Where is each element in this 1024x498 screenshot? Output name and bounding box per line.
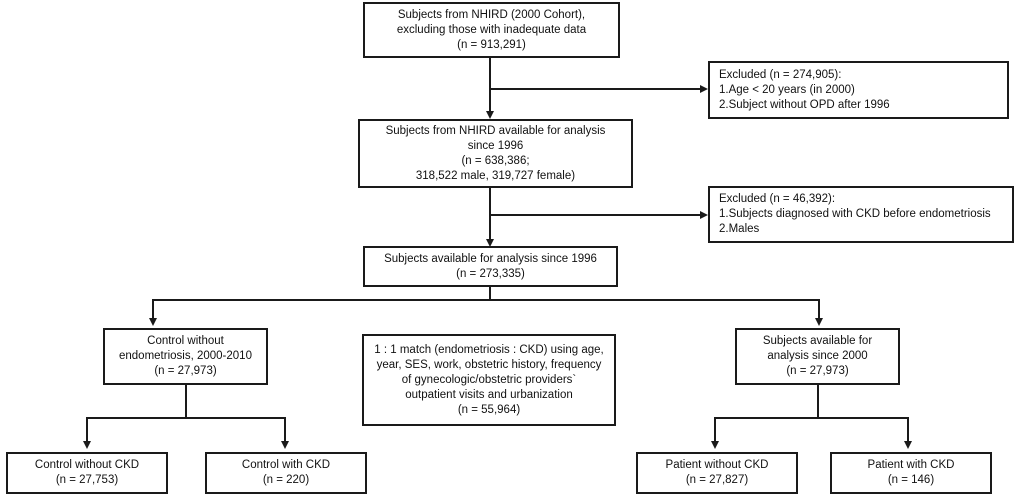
- node-analysis-1996: Subjects available for analysis since 19…: [363, 246, 618, 287]
- node-line: outpatient visits and urbanization: [405, 388, 573, 401]
- node-line: 318,522 male, 319,727 female): [415, 169, 576, 182]
- node-line: (n = 638,386;: [461, 154, 530, 167]
- node-line: Subjects available for analysis since 19…: [384, 252, 597, 265]
- node-control-group: Control without endometriosis, 2000-2010…: [103, 328, 268, 385]
- node-available-1996: Subjects from NHIRD available for analys…: [358, 119, 633, 188]
- node-line: (n = 220): [262, 474, 310, 486]
- connector-source-to-available: [489, 58, 491, 114]
- node-line: (n = 27,973): [786, 365, 849, 377]
- node-line: 1 : 1 match (endometriosis : CKD) using …: [374, 343, 604, 356]
- node-line: (n = 27,753): [55, 474, 119, 486]
- connector-to-excluded-2: [489, 214, 701, 216]
- arrowhead-down-to-control-group: [148, 318, 157, 326]
- node-source-cohort: Subjects from NHIRD (2000 Cohort), exclu…: [363, 2, 620, 58]
- node-line: (n = 27,973): [154, 365, 217, 377]
- connector-patient-to-with-ckd: [907, 417, 909, 443]
- node-line: since 1996: [467, 139, 524, 152]
- node-matching-criteria: 1 : 1 match (endometriosis : CKD) using …: [362, 334, 616, 426]
- node-line: Patient without CKD: [665, 459, 769, 471]
- connector-to-excluded-1: [489, 88, 701, 90]
- connector-analysis-stem: [489, 287, 491, 301]
- node-line: Control without CKD: [34, 459, 140, 471]
- arrowhead-down-to-available: [485, 111, 494, 119]
- arrowhead-down-to-patient-without-ckd: [710, 441, 719, 449]
- node-line: Excluded (n = 46,392):: [719, 193, 836, 205]
- node-excluded-2: Excluded (n = 46,392): 1.Subjects diagno…: [708, 186, 1014, 243]
- node-line: (n = 273,335): [456, 267, 525, 280]
- node-line: year, SES, work, obstetric history, freq…: [376, 358, 602, 371]
- connector-patient-split-bar: [714, 417, 909, 419]
- connector-control-stem: [185, 385, 187, 418]
- connector-control-split-bar: [86, 417, 286, 419]
- connector-control-to-with-ckd: [284, 417, 286, 443]
- arrowhead-right-to-excluded-1: [700, 84, 708, 93]
- node-line: (n = 27,827): [685, 474, 749, 486]
- node-line: Patient with CKD: [867, 459, 955, 471]
- arrowhead-down-to-analysis: [485, 239, 494, 247]
- node-excluded-1: Excluded (n = 274,905): 1.Age < 20 years…: [708, 61, 1009, 119]
- arrowhead-down-to-control-without-ckd: [82, 441, 91, 449]
- node-patient-without-ckd: Patient without CKD (n = 27,827): [636, 452, 798, 494]
- arrowhead-down-to-patient-with-ckd: [903, 441, 912, 449]
- node-line: Subjects from NHIRD available for analys…: [385, 124, 606, 137]
- node-line: (n = 55,964): [457, 403, 521, 416]
- node-line: 2.Males: [719, 223, 760, 235]
- connector-analysis-split-bar: [152, 299, 820, 301]
- node-line: Subjects from NHIRD (2000 Cohort),: [397, 8, 586, 21]
- node-line: (n = 913,291): [457, 38, 526, 51]
- node-line: (n = 146): [887, 474, 935, 486]
- connector-analysis-to-patient: [818, 299, 820, 320]
- node-line: 1.Age < 20 years (in 2000): [719, 83, 855, 96]
- node-line: Excluded (n = 274,905):: [719, 68, 842, 81]
- node-patient-with-ckd: Patient with CKD (n = 146): [830, 452, 992, 494]
- node-line: Control without: [147, 335, 224, 347]
- node-control-without-ckd: Control without CKD (n = 27,753): [6, 452, 168, 494]
- node-control-with-ckd: Control with CKD (n = 220): [205, 452, 367, 494]
- connector-patient-stem: [817, 385, 819, 418]
- node-line: 1.Subjects diagnosed with CKD before end…: [719, 208, 991, 220]
- arrowhead-right-to-excluded-2: [700, 210, 708, 219]
- node-line: of gynecologic/obstetric providers`: [401, 373, 577, 386]
- node-line: 2.Subject without OPD after 1996: [719, 98, 890, 111]
- arrowhead-down-to-patient-group: [814, 318, 823, 326]
- connector-patient-to-without-ckd: [714, 417, 716, 443]
- arrowhead-down-to-control-with-ckd: [280, 441, 289, 449]
- node-line: excluding those with inadequate data: [396, 23, 587, 36]
- connector-analysis-to-control: [152, 299, 154, 320]
- node-line: Subjects available for: [762, 335, 873, 347]
- node-patient-group: Subjects available for analysis since 20…: [735, 328, 900, 385]
- node-line: analysis since 2000: [767, 350, 868, 362]
- node-line: Control with CKD: [241, 459, 331, 471]
- connector-control-to-without-ckd: [86, 417, 88, 443]
- node-line: endometriosis, 2000-2010: [119, 350, 252, 362]
